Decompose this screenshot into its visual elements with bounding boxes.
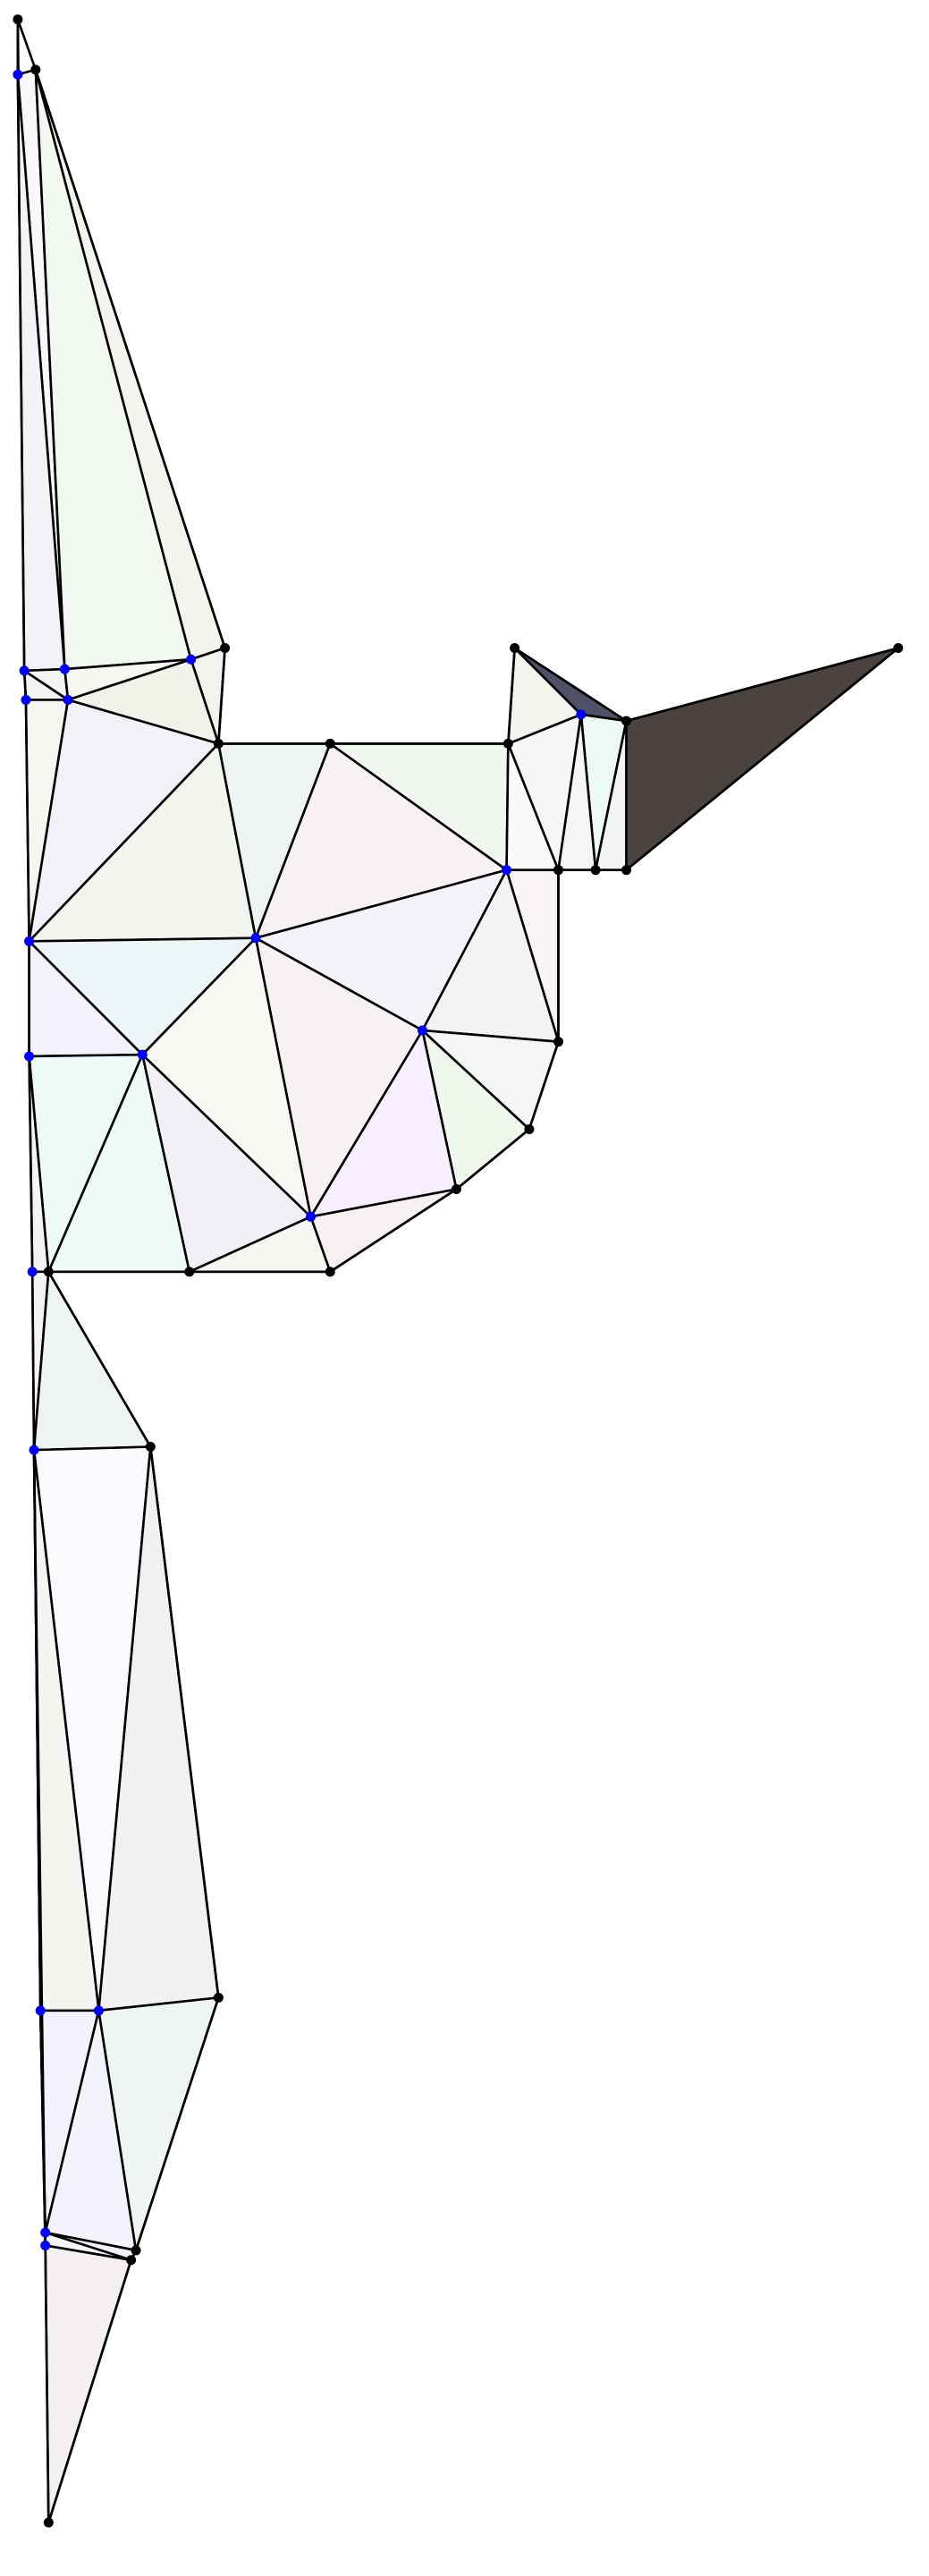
boundary-vertex	[325, 1267, 335, 1277]
boundary-vertex	[213, 1992, 224, 2003]
interior-vertex	[417, 1025, 427, 1036]
boundary-vertex	[131, 2245, 141, 2256]
boundary-vertex	[553, 1037, 563, 1047]
interior-vertex	[13, 69, 23, 80]
boundary-vertex	[220, 643, 231, 654]
mesh-face	[44, 2244, 132, 2524]
boundary-vertex	[590, 865, 601, 876]
boundary-vertex	[893, 643, 904, 654]
boundary-vertex	[325, 738, 335, 749]
interior-vertex	[576, 709, 587, 720]
interior-vertex	[63, 694, 73, 705]
mesh-edges	[16, 19, 899, 2524]
boundary-vertex	[43, 1267, 54, 1277]
boundary-vertex	[43, 2517, 54, 2528]
boundary-vertex	[145, 1442, 156, 1453]
interior-vertex	[40, 2240, 51, 2250]
boundary-vertex	[524, 1123, 535, 1134]
interior-vertex	[24, 1051, 35, 1062]
mesh-vertices	[13, 14, 904, 2528]
boundary-vertex	[510, 643, 520, 654]
interior-vertex	[24, 936, 35, 946]
interior-vertex	[29, 1445, 39, 1455]
interior-vertex	[40, 2227, 51, 2238]
interior-vertex	[306, 1211, 317, 1222]
interior-vertex	[137, 1049, 148, 1060]
interior-vertex	[19, 665, 30, 676]
interior-vertex	[93, 2005, 104, 2016]
mesh-boundary	[16, 19, 899, 2524]
boundary-vertex	[126, 2255, 137, 2266]
boundary-vertex	[503, 738, 513, 749]
interior-vertex	[59, 664, 70, 674]
interior-vertex	[502, 865, 512, 876]
interior-vertex	[250, 933, 261, 944]
boundary-vertex	[184, 1267, 195, 1277]
boundary-vertex	[213, 738, 224, 749]
interior-vertex	[21, 694, 31, 705]
boundary-vertex	[13, 14, 23, 25]
interior-vertex	[35, 2005, 46, 2016]
mesh-face	[32, 1270, 152, 1452]
interior-vertex	[27, 1267, 38, 1277]
boundary-vertex	[451, 1184, 461, 1195]
boundary-vertex	[553, 865, 563, 876]
boundary-vertex	[621, 865, 632, 876]
boundary-vertex	[621, 716, 632, 726]
interior-vertex	[186, 654, 197, 665]
boundary-vertex	[30, 64, 41, 75]
